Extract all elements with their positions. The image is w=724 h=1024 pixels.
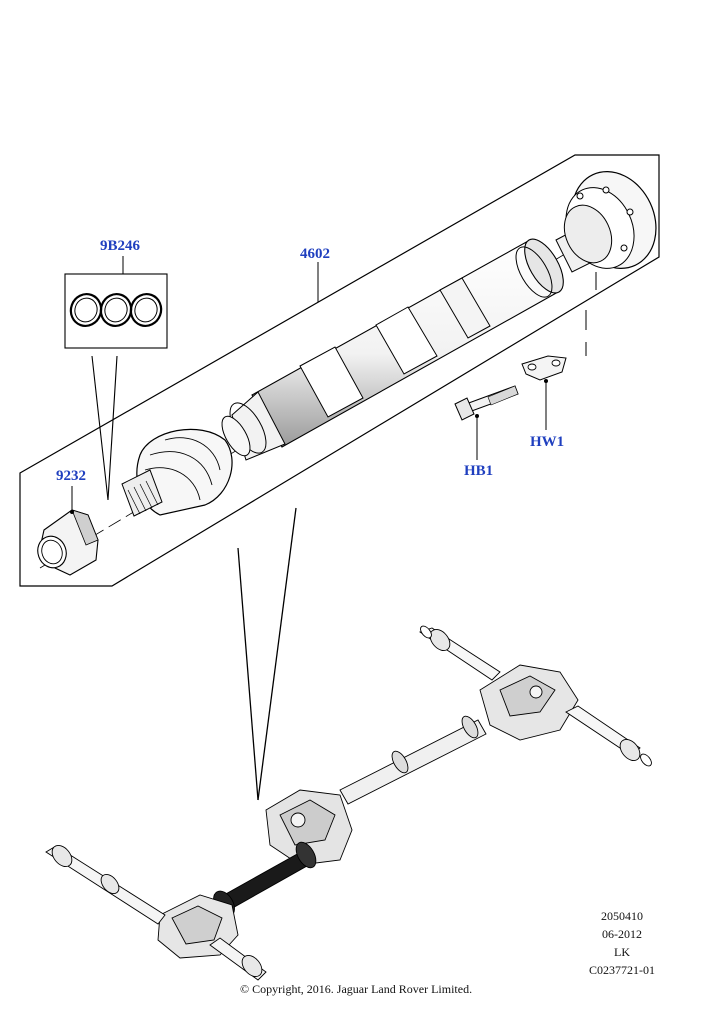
drawing-reference: C0237721-01: [589, 963, 655, 977]
drawing-date: 06-2012: [602, 927, 642, 941]
callout-bolt[interactable]: HB1: [464, 463, 494, 479]
propshaft-assembly-icon[interactable]: [121, 158, 671, 517]
leader-dot: [475, 414, 479, 418]
location-pointer-line: [237, 547, 259, 801]
seal-ring-icon[interactable]: [96, 290, 135, 330]
drawing-number: 2050410: [601, 909, 643, 923]
exploded-view-frame: [19, 154, 660, 587]
copyright-notice: © Copyright, 2016. Jaguar Land Rover Lim…: [240, 982, 473, 996]
vehicle-driveline-overview: [45, 625, 652, 981]
callout-washer[interactable]: HW1: [530, 434, 565, 450]
washer-plate-icon[interactable]: [521, 355, 567, 381]
seal-ring-icon[interactable]: [66, 290, 105, 330]
callout-nut[interactable]: 9232: [56, 468, 86, 484]
leader-dot: [70, 510, 74, 514]
bolt-icon[interactable]: [454, 385, 519, 421]
seal-location-line: [107, 355, 118, 501]
drawing-region: LK: [614, 945, 630, 959]
hex-nut-icon[interactable]: [33, 509, 99, 576]
callout-propshaft[interactable]: 4602: [300, 246, 330, 262]
seal-ring-set-box: [64, 273, 168, 349]
seal-location-line: [91, 355, 109, 501]
leader-dot: [544, 379, 548, 383]
callout-seal-ring-set[interactable]: 9B246: [100, 238, 141, 254]
location-pointer-line: [257, 507, 297, 801]
seal-ring-icon[interactable]: [126, 290, 165, 330]
